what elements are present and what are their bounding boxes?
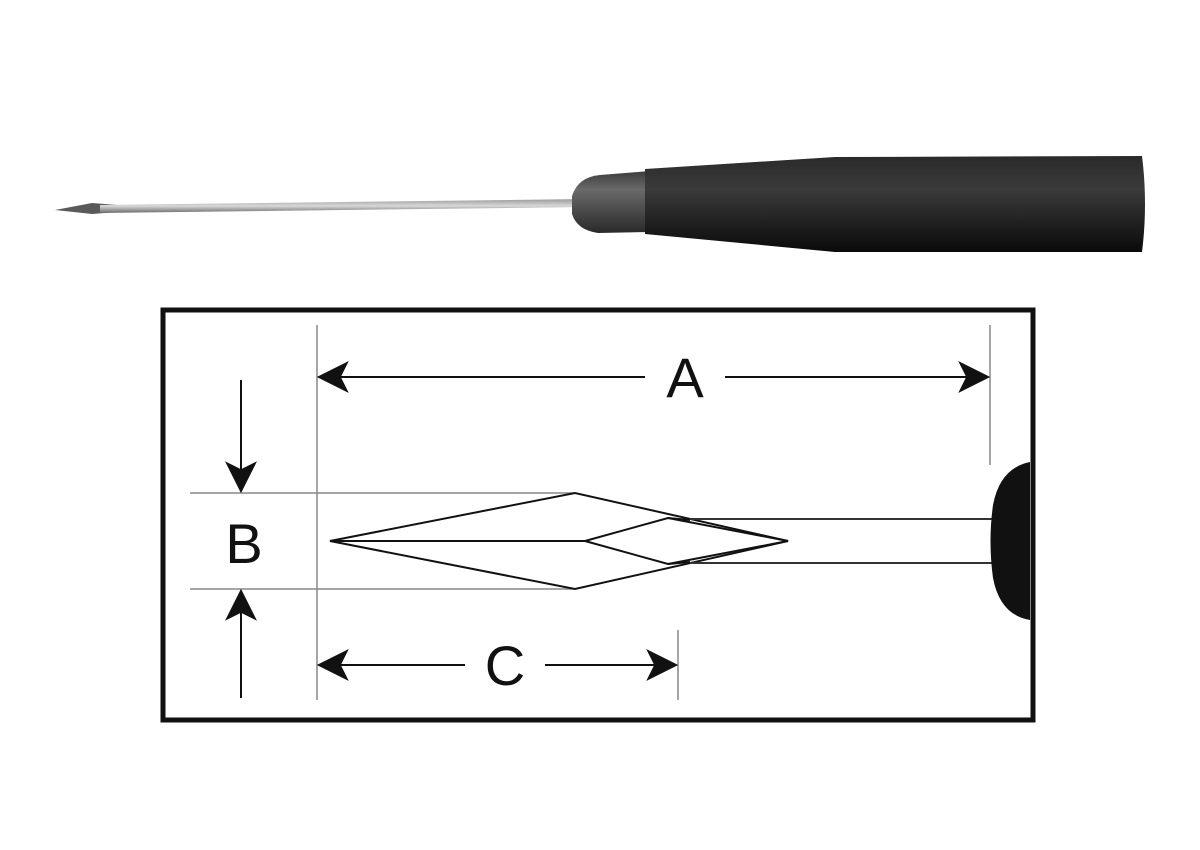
blade-outline: [329, 491, 789, 591]
drawing-frame: [160, 307, 1036, 723]
handle-body: [645, 156, 1145, 252]
instrument-photo: [55, 156, 1145, 252]
handle-collar: [572, 171, 650, 233]
dimension-b-label: B: [225, 512, 262, 575]
dimension-a-label: A: [666, 346, 704, 409]
handle-stub: [990, 462, 1030, 620]
dimension-drawing: A B C: [160, 307, 1036, 723]
dimension-c-label: C: [485, 634, 525, 697]
needle-shaft: [100, 199, 585, 213]
